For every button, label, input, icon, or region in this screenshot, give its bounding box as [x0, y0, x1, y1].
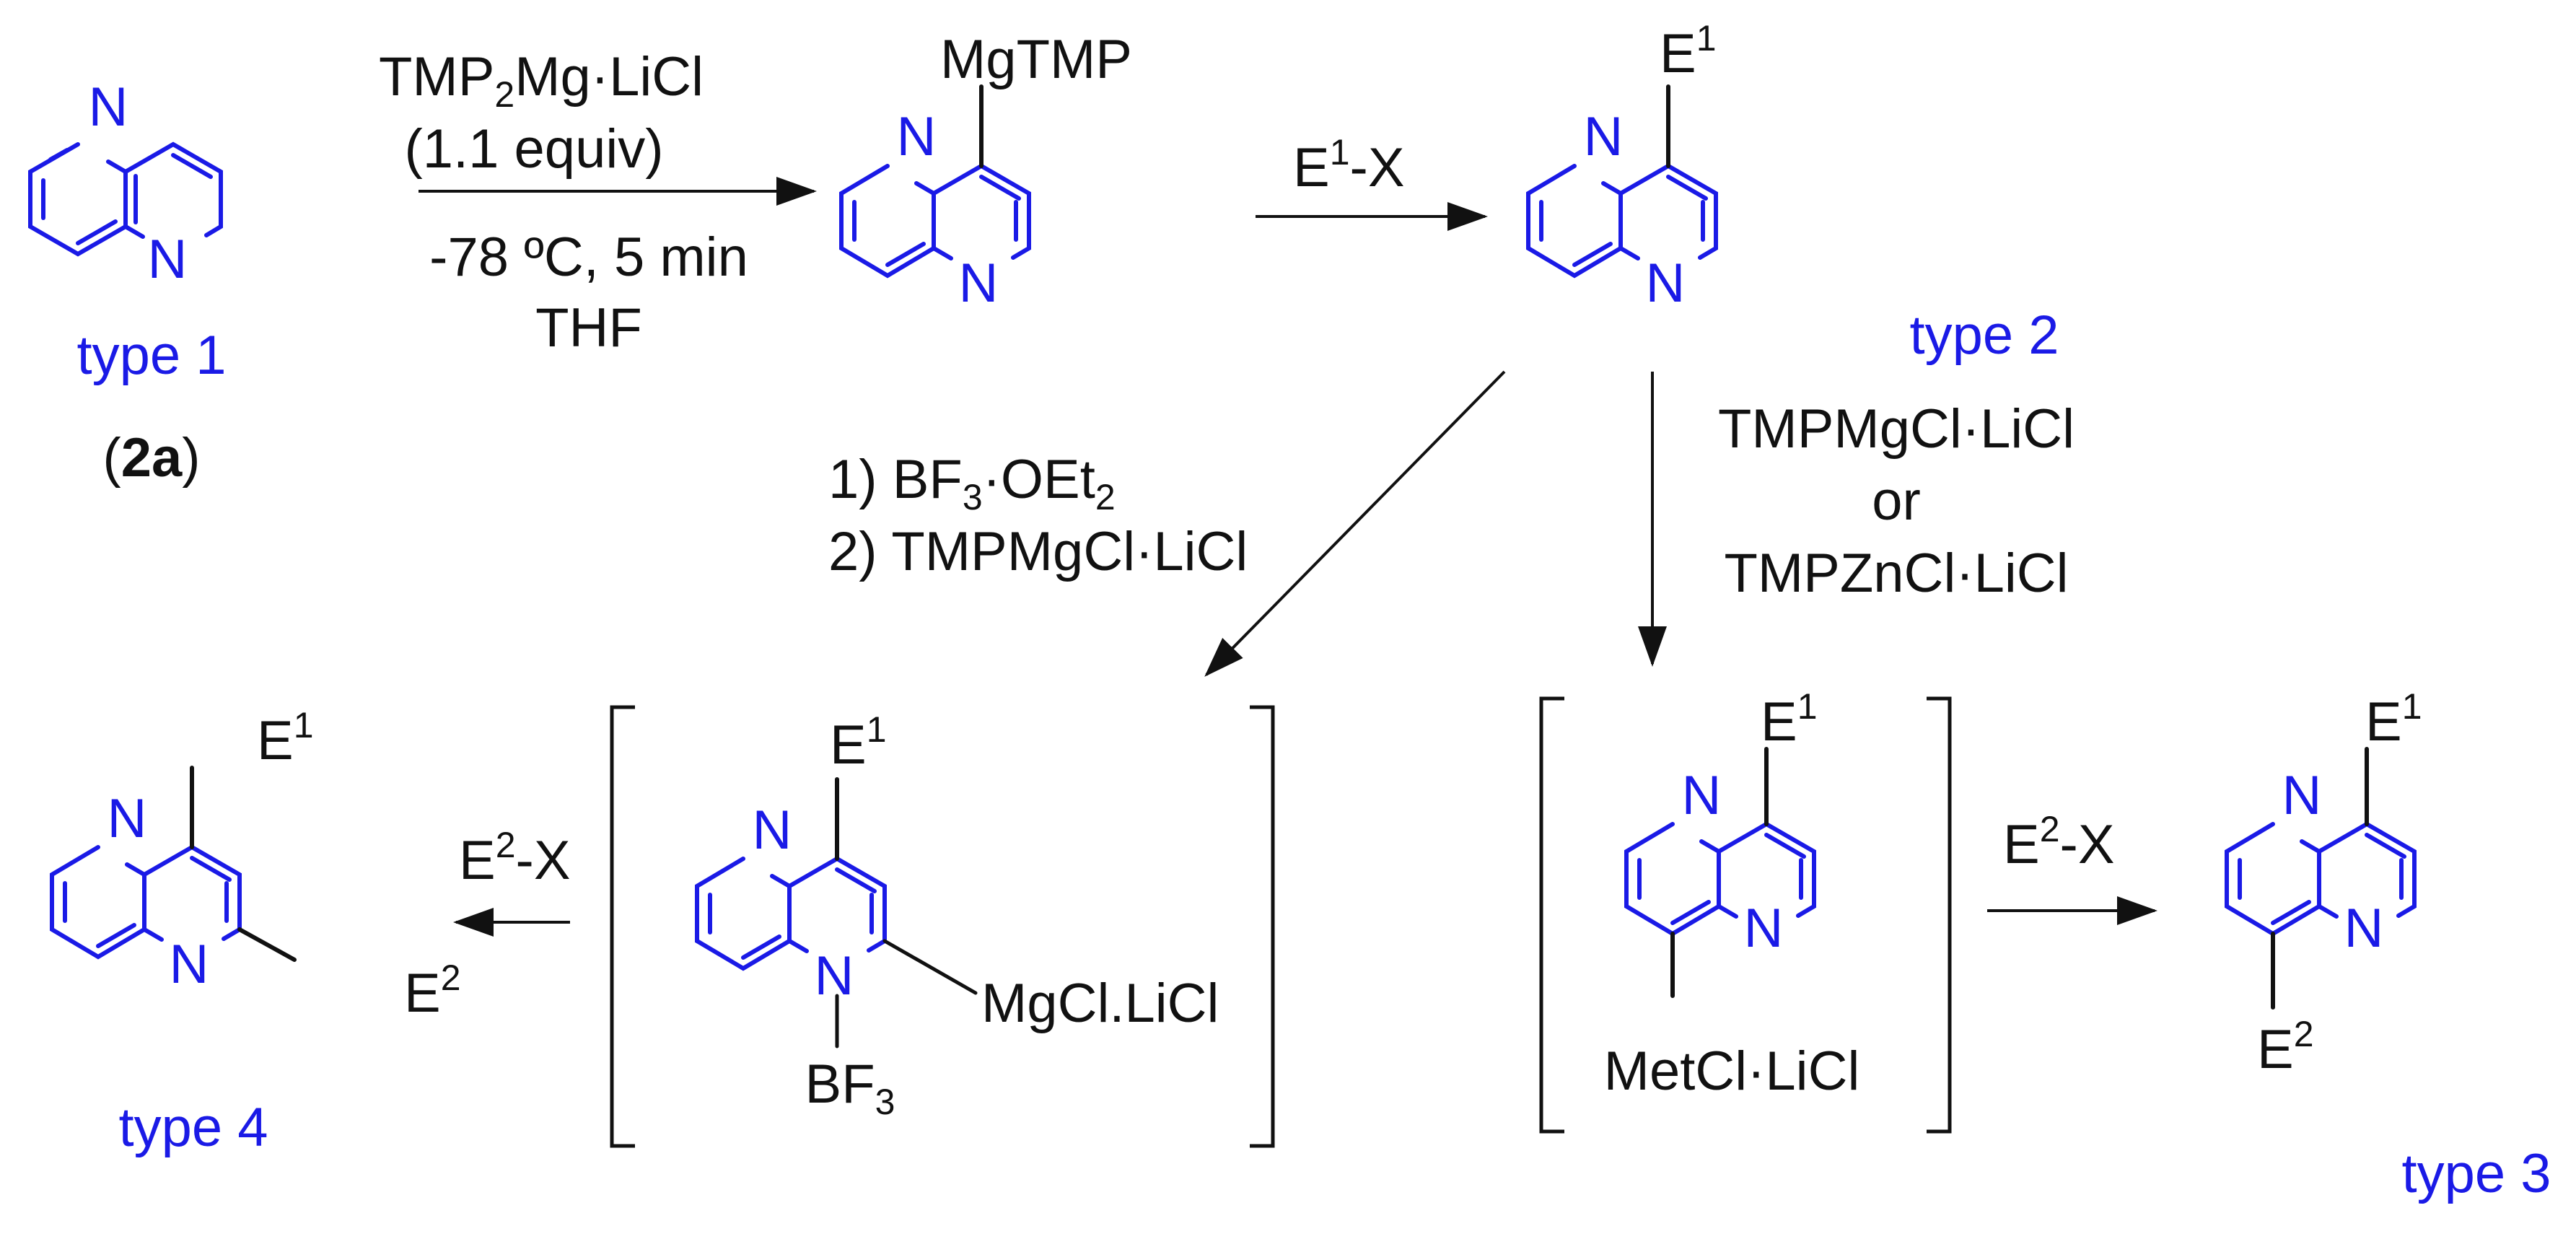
nitrogen-atom: N [1744, 898, 1784, 959]
reagent-step4-line3: TMPZnCl·LiCl [1724, 543, 2068, 604]
naphthyridine-2a: N N type 1 (2a) [28, 76, 227, 489]
nitrogen-atom: N [170, 934, 209, 995]
reagent-step4-line1: TMPMgCl·LiCl [1718, 398, 2075, 460]
magnesium-substituent: MgCl.LiCl [981, 973, 1219, 1034]
reagent-step6: E2-X [2003, 809, 2115, 875]
met-intermediate: N N E1 MetCl·LiCl [1604, 686, 1860, 1102]
reagent-step3-line1: 1) BF3·OEt2 [828, 449, 1116, 517]
reagent-step3-line2: 2) TMPMgCl·LiCl [828, 521, 1248, 582]
substituent-e1: E1 [1660, 18, 1717, 84]
reagent-step1-line1: TMP2Mg·LiCl [379, 46, 704, 115]
substituent-e1: E1 [257, 705, 314, 771]
reaction-arrow [1204, 370, 1506, 677]
nitrogen-atom: N [108, 788, 147, 849]
reagent-step5: E2-X [459, 825, 571, 891]
nitrogen-atom: N [753, 800, 792, 861]
product-type-4: N N E1 E2 type 4 [50, 705, 461, 1158]
mgtmp-substituent: MgTMP [940, 29, 1132, 90]
bracket-left [1539, 696, 1564, 1134]
metal-substituent: MetCl·LiCl [1604, 1041, 1860, 1102]
compound-type-label: type 3 [2401, 1143, 2551, 1204]
bf3-magnesium-complex: N N E1 MgCl.LiCl BF3 [695, 709, 1219, 1122]
substituent-e2: E2 [2257, 1014, 2314, 1080]
nitrogen-atom: N [1682, 765, 1722, 826]
nitrogen-atom: N [1584, 106, 1624, 167]
bf3-group: BF3 [805, 1054, 895, 1122]
reagent-step1-line2: (1.1 equiv) [404, 118, 663, 180]
bracket-right [1250, 705, 1275, 1148]
nitrogen-atom: N [897, 106, 937, 167]
nitrogen-atom: N [148, 229, 188, 290]
substituent-e2: E2 [404, 958, 461, 1024]
compound-id-label: (2a) [102, 427, 200, 489]
nitrogen-atom: N [1646, 253, 1686, 314]
product-type-2: N N E1 type 2 [1526, 18, 2059, 366]
reagent-step1-line4: THF [535, 297, 642, 359]
substituent-e1: E1 [1761, 686, 1818, 753]
reagent-step1-line3: -78 ºC, 5 min [429, 227, 748, 288]
product-type-3: N N E1 E2 type 3 [2225, 686, 2551, 1204]
bracket-left [610, 705, 635, 1148]
nitrogen-atom: N [2344, 898, 2384, 959]
reagent-step4-line2: or [1872, 470, 1921, 532]
compound-type-label: type 1 [76, 325, 226, 386]
nitrogen-atom: N [959, 253, 999, 314]
compound-type-label: type 4 [118, 1097, 268, 1158]
nitrogen-atom: N [89, 76, 128, 138]
substituent-e1: E1 [830, 709, 887, 776]
nitrogen-atom: N [2282, 765, 2322, 826]
substituent-e1: E1 [2365, 686, 2422, 753]
reagent-step2: E1-X [1293, 132, 1405, 198]
compound-type-label: type 2 [1909, 305, 2059, 366]
nitrogen-atom: N [815, 945, 854, 1007]
bracket-right [1927, 696, 1952, 1134]
mgtmp-intermediate: N N MgTMP [839, 29, 1132, 314]
